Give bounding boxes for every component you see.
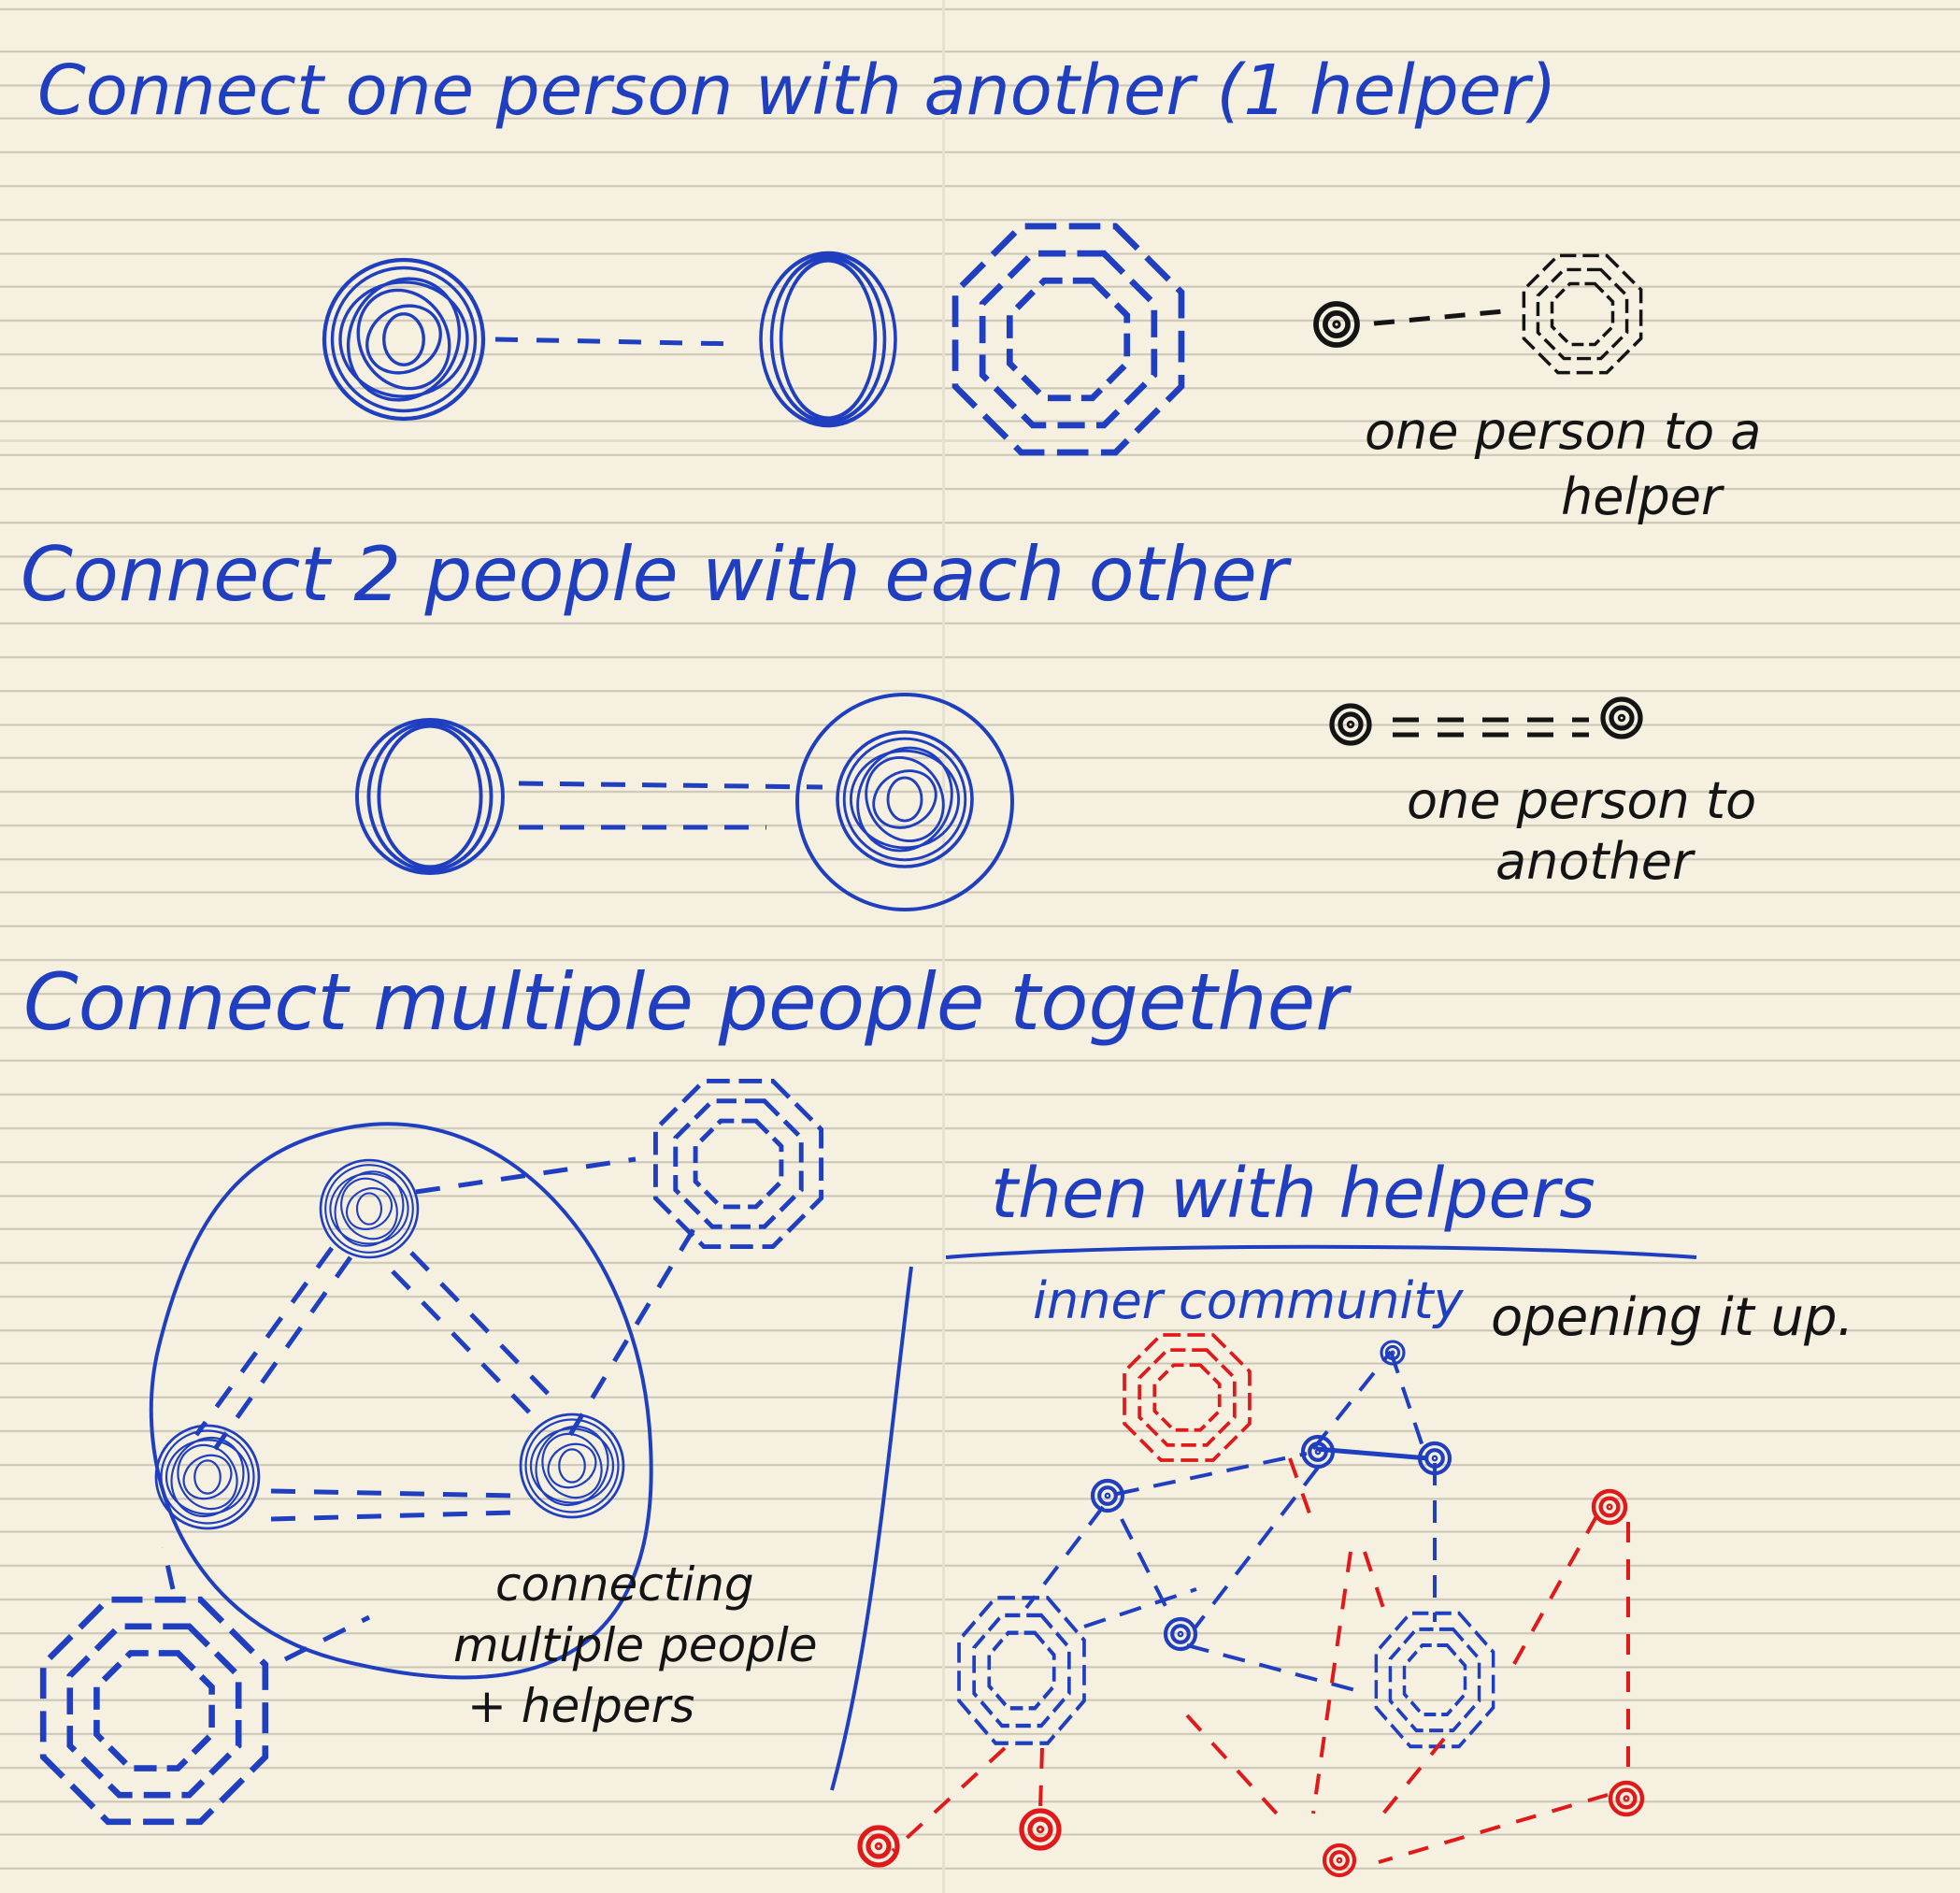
note-helper: helper (1561, 467, 1723, 526)
helper-icon (959, 1598, 1084, 1743)
note-one-person-to: one person to (1407, 771, 1757, 830)
small-person-icon (1093, 1481, 1123, 1511)
person-icon (795, 693, 1014, 911)
connection-line (494, 337, 741, 347)
outside-person-icon (860, 1828, 897, 1865)
helper-icon (43, 1599, 265, 1822)
heading-with-helpers: then with helpers (991, 1154, 1595, 1234)
outside-person-icon (1022, 1811, 1059, 1848)
small-person-icon (1316, 304, 1357, 345)
paper-fold-horizontal (0, 439, 1960, 442)
connection-line (518, 781, 823, 790)
paper-fold-vertical (942, 0, 945, 1893)
person-icon (154, 1424, 261, 1530)
small-person-icon (1332, 706, 1369, 743)
connection-line (1373, 308, 1515, 326)
helper-icon (955, 226, 1181, 452)
inner-community-lines (1024, 1350, 1437, 1692)
person-icon (319, 1158, 420, 1259)
helper-icon (655, 1081, 821, 1246)
opening-up-lines (891, 1457, 1630, 1864)
note-plus-helpers: + helpers (467, 1679, 695, 1733)
heading-multiple-people: Connect multiple people together (23, 956, 1348, 1048)
note-connecting: connecting (495, 1557, 754, 1612)
double-connection-line (1393, 717, 1589, 738)
heading-underline (945, 1244, 1697, 1259)
label-inner-community: inner community (1033, 1271, 1464, 1330)
note-one-person-to-a: one person to a (1365, 402, 1762, 461)
outside-person-icon (1594, 1491, 1625, 1523)
note-another: another (1495, 832, 1694, 891)
small-person-icon (1166, 1619, 1195, 1649)
person-icon (761, 253, 895, 425)
community-boundary (149, 1122, 653, 1680)
small-person-icon (1603, 699, 1640, 737)
heading-two-people: Connect 2 people with each other (21, 531, 1288, 618)
small-helper-icon (1522, 253, 1643, 375)
helper-icon-red (1123, 1333, 1252, 1462)
person-icon (519, 1413, 625, 1519)
outside-person-icon (1324, 1845, 1354, 1875)
bracket-line (830, 1266, 913, 1791)
outside-person-icon (1610, 1783, 1642, 1814)
note-multiple-people: multiple people (453, 1618, 818, 1672)
helper-icon (1374, 1611, 1495, 1749)
group-connection-lines (161, 1156, 699, 1662)
heading-one-helper: Connect one person with another (1 helpe… (37, 50, 1557, 131)
label-opening-it-up: opening it up. (1491, 1287, 1854, 1348)
person-icon (324, 260, 483, 419)
person-icon (357, 720, 503, 873)
